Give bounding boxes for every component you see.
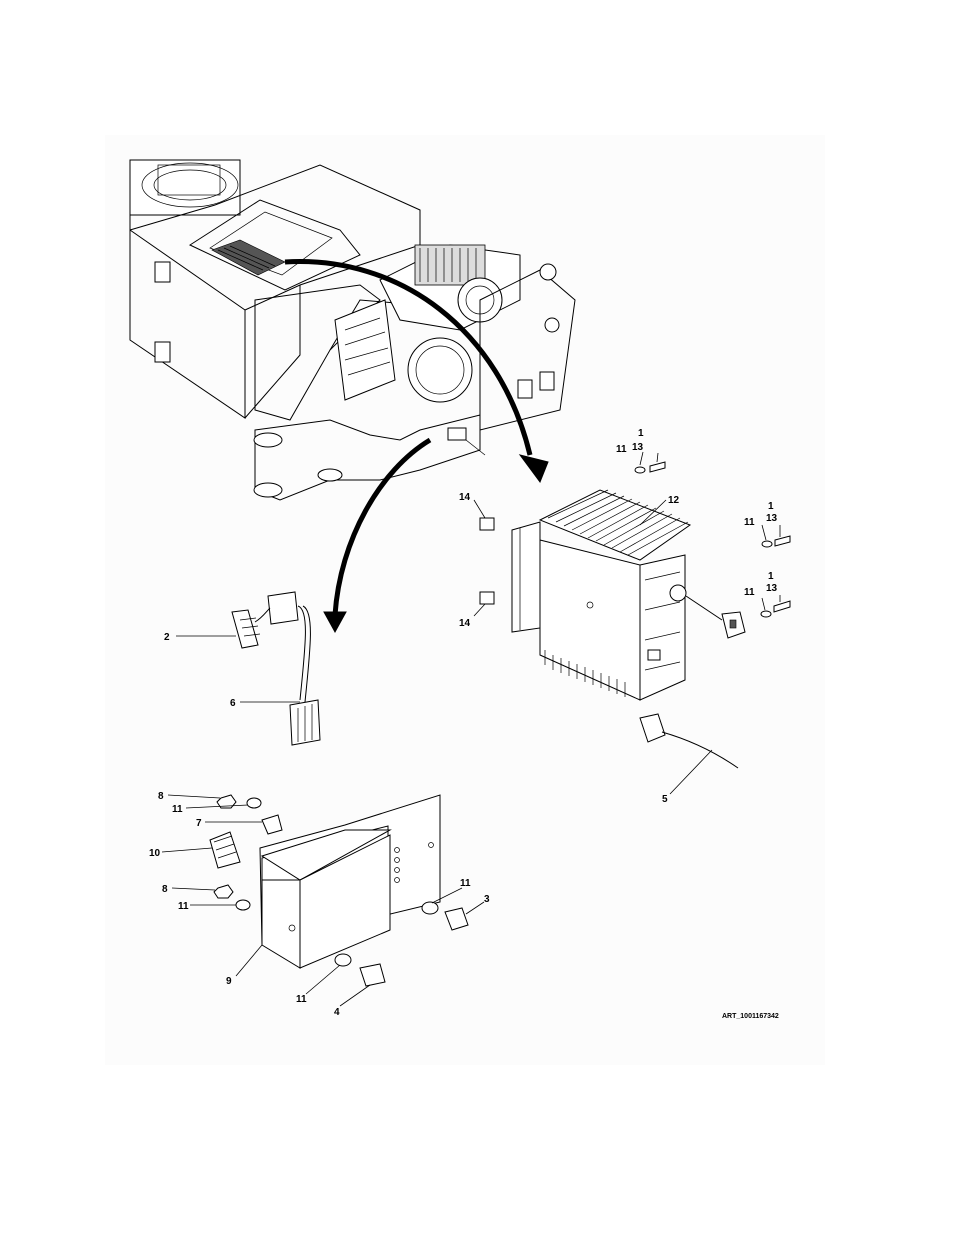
lift-lug-hole-upper [540,264,556,280]
washer-lower [236,900,250,910]
harness-plug-end [268,592,298,624]
callout-11-mid: 11 [744,517,755,528]
callout-5: 5 [662,794,668,805]
callout-1-top: 1 [638,428,644,439]
cable-strain-relief [670,585,686,601]
wheel-hub-plate [408,338,472,402]
callout-11-bottom: 11 [296,994,307,1005]
washer-charger-low [761,611,771,617]
callout-1-mid: 1 [768,501,774,512]
callout-14-lower: 14 [459,618,471,629]
callout-11-enclosure-upper: 11 [172,804,183,815]
callout-2: 2 [164,632,170,643]
callout-10: 10 [149,848,161,859]
callout-12: 12 [668,495,680,506]
pivot-pin-left [254,433,282,447]
pivot-pin-lower [254,483,282,497]
callout-11-top: 11 [616,444,627,455]
callout-4: 4 [334,1007,340,1018]
lift-lug-hole-lower [545,318,559,332]
washer-upper [247,798,261,808]
callout-14-upper: 14 [459,492,471,503]
washer-charger-mid [762,541,772,547]
callout-3: 3 [484,894,490,905]
tie-down-lug-upper [155,262,170,282]
callout-11-right: 11 [460,878,471,889]
clip-nut-upper [480,518,494,530]
callout-7: 7 [196,818,202,829]
tie-down-lug-lower [155,342,170,362]
callout-11-low: 11 [744,587,755,598]
washer-item-4 [335,954,351,966]
callout-6: 6 [230,698,236,709]
callout-1-low: 1 [768,571,774,582]
clip-nut-lower [480,592,494,604]
charger-mounting-bracket [512,522,540,632]
washer-item-3 [422,902,438,914]
charger-side-face [640,555,685,700]
callout-13-low: 13 [766,583,778,594]
callout-13-mid: 13 [766,513,778,524]
washer-charger-top [635,467,645,473]
callout-13-top: 13 [632,442,644,453]
charger-port-opening [448,428,466,440]
pivot-pin-center [318,469,342,481]
callout-8-upper: 8 [158,791,164,802]
frame-slot-2 [540,372,554,390]
callout-11-enclosure-lower: 11 [178,901,189,912]
callout-9: 9 [226,976,232,987]
art-reference-id: ART_1001167342 [722,1013,779,1020]
frame-slot-1 [518,380,532,398]
callout-8-lower: 8 [162,884,168,895]
